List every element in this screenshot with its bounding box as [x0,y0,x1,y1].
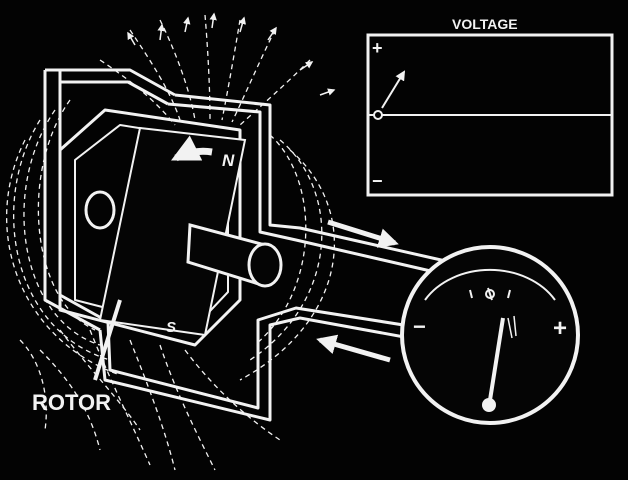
current-arrows [316,219,399,363]
north-pole-label: N [222,151,235,170]
voltage-graph [366,33,614,197]
magnetic-field-lines [5,14,336,471]
graph-plus-label: + [372,38,383,58]
meter-plus-label: + [553,315,567,342]
rotor-label: ROTOR [32,390,111,415]
voltage-title: VOLTAGE [452,16,518,32]
meter-minus-label: − [413,314,426,339]
meter-needle [488,317,505,401]
magnet [98,126,247,337]
shaft [84,190,283,288]
voltmeter [400,245,580,425]
south-pole-label: S [166,319,176,336]
voltage-trace [381,70,406,109]
rotor-pointer [93,299,122,381]
rotation-arrow [170,135,213,162]
graph-minus-label: − [372,171,383,191]
field-arrows-top [127,12,336,96]
